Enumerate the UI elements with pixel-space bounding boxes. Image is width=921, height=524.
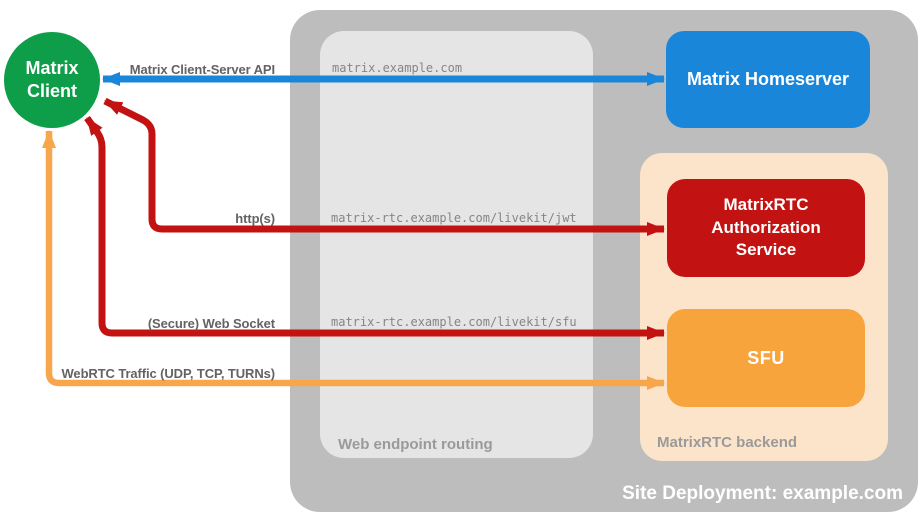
matrix-client-node: Matrix Client (4, 32, 100, 128)
protocol-label-websocket: (Secure) Web Socket (147, 316, 275, 331)
protocol-label-https: http(s) (235, 211, 275, 226)
sfu-label: SFU (747, 347, 785, 368)
web-endpoint-routing-label: Web endpoint routing (338, 436, 493, 453)
web-endpoint-routing-container (320, 31, 593, 458)
site-deployment-label: Site Deployment: example.com (622, 483, 903, 504)
matrix-homeserver-node: Matrix Homeserver (666, 31, 870, 128)
protocol-label-webrtc-traffic: WebRTC Traffic (UDP, TCP, TURNs) (61, 366, 276, 381)
sfu-node: SFU (667, 309, 865, 407)
endpoint-matrix-example-com: matrix.example.com (332, 61, 463, 75)
matrixrtc-backend-label: MatrixRTC backend (657, 434, 798, 451)
matrix-client-label: Matrix Client (25, 57, 79, 101)
matrix-homeserver-label: Matrix Homeserver (686, 69, 850, 89)
endpoint-livekit-sfu: matrix-rtc.example.com/livekit/sfu (331, 315, 577, 329)
matrixrtc-authorization-service-label: MatrixRTC Authorization Service (711, 194, 821, 260)
endpoint-livekit-jwt: matrix-rtc.example.com/livekit/jwt (331, 211, 577, 225)
matrixrtc-authorization-service-node: MatrixRTC Authorization Service (667, 179, 865, 277)
protocol-label-client-server-api: Matrix Client-Server API (129, 62, 275, 77)
